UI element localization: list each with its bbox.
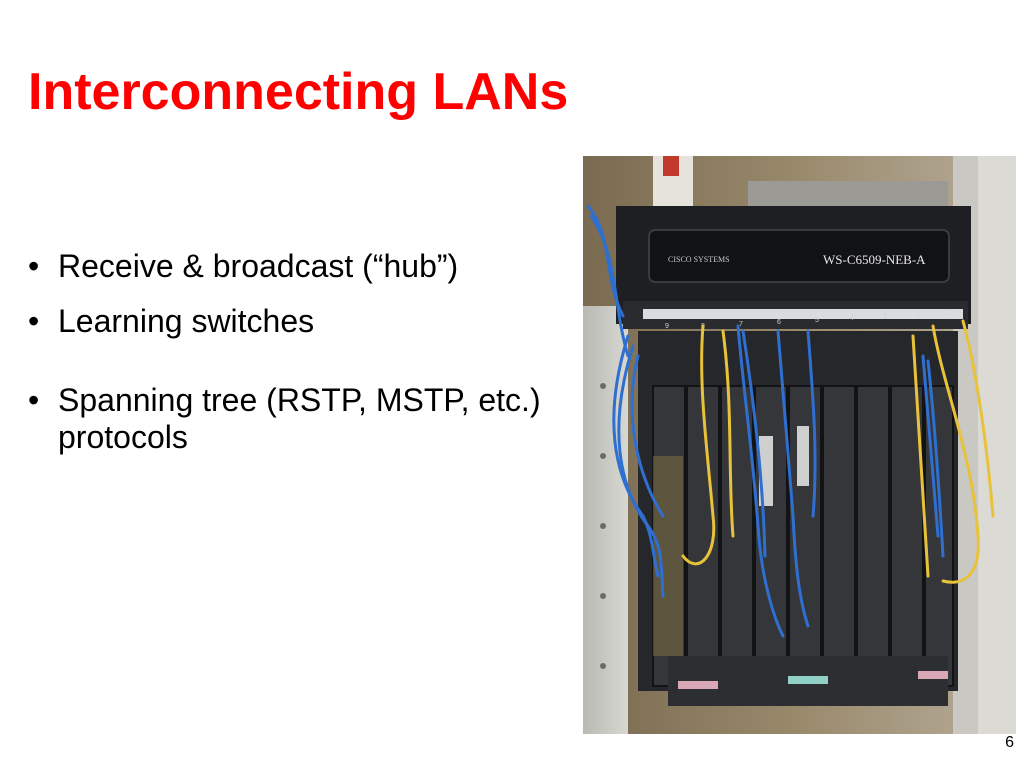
slot-number: 1 [948, 309, 952, 316]
slot-number: 9 [665, 323, 669, 330]
model-label: WS-C6509-NEB-A [823, 252, 926, 267]
bullet-list: •Receive & broadcast (“hub”) •Learning s… [28, 248, 588, 474]
slot-number: 7 [739, 321, 743, 328]
brand-label: CISCO SYSTEMS [668, 255, 730, 264]
slot-number: 6 [777, 319, 781, 326]
page-number: 6 [1005, 734, 1014, 751]
bullet-item: •Learning switches [28, 303, 315, 339]
switch-chassis-photo: CISCO SYSTEMS WS-C6509-NEB-A 9 8 7 6 5 4… [583, 156, 1016, 734]
bullet-dot-icon: • [28, 303, 40, 339]
slot-number: 4 [850, 315, 854, 322]
slot-number: 3 [883, 313, 887, 320]
slot-number: 2 [917, 311, 921, 318]
bullet-dot-icon: • [28, 382, 40, 418]
slot-number: 5 [815, 317, 819, 324]
bullet-dot-icon: • [28, 248, 40, 284]
bullet-item: •Receive & broadcast (“hub”) [28, 248, 459, 284]
bullet-item: •Spanning tree (RSTP, MSTP, etc.) protoc… [28, 382, 541, 455]
slide-title: Interconnecting LANs [28, 63, 569, 121]
